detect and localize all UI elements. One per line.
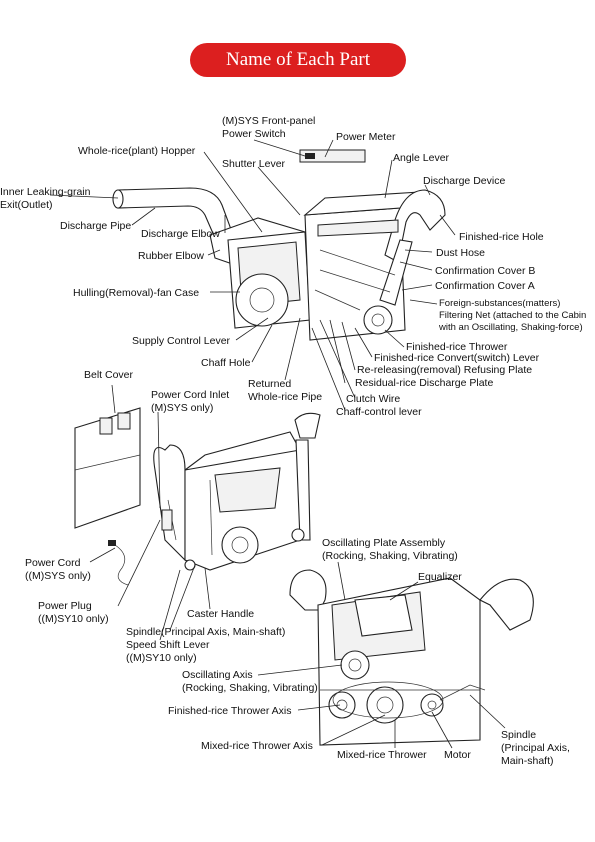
label-confirmation-cover-b: Confirmation Cover B	[435, 265, 536, 277]
label-finished-rice-thrower: Finished-rice Thrower	[406, 341, 508, 353]
label-discharge-pipe: Discharge Pipe	[60, 220, 132, 232]
middle-leader-lines	[117, 411, 211, 641]
label-shutter-lever: Shutter Lever	[222, 158, 286, 170]
label-dust-hose: Dust Hose	[436, 247, 486, 259]
label-power-cord: Power Cord((M)SYS only)	[25, 557, 91, 582]
bottom-machine-illustration	[289, 569, 534, 746]
label-mixed-rice-thrower: Mixed-rice Thrower	[337, 749, 427, 761]
label-discharge-device: Discharge Device	[423, 175, 506, 187]
label-caster-handle: Caster Handle	[187, 608, 255, 620]
label-whole-rice-hopper: Whole-rice(plant) Hopper	[78, 145, 196, 157]
label-spindle-speed-shift-lever: Spindle(Principal Axis, Main-shaft)Speed…	[126, 626, 286, 664]
label-angle-lever: Angle Lever	[393, 152, 450, 164]
label-power-plug: Power Plug((M)SY10 only)	[38, 600, 109, 625]
label-rubber-elbow: Rubber Elbow	[138, 250, 204, 262]
middle-machine-illustration	[153, 412, 321, 571]
label-equalizer: Equalizer	[418, 571, 462, 583]
label-re-releasing-plate: Re-releasing(removal) Refusing Plate	[357, 364, 533, 376]
label-residual-rice-plate: Residual-rice Discharge Plate	[355, 377, 494, 389]
label-chaff-hole: Chaff Hole	[201, 357, 251, 369]
label-finished-rice-hole: Finished-rice Hole	[459, 231, 544, 243]
label-oscillating-plate-assembly: Oscillating Plate Assembly(Rocking, Shak…	[322, 537, 458, 562]
label-oscillating-axis: Oscillating Axis(Rocking, Shaking, Vibra…	[182, 669, 318, 694]
label-supply-control-lever: Supply Control Lever	[132, 335, 231, 347]
label-motor: Motor	[444, 749, 471, 761]
label-confirmation-cover-a: Confirmation Cover A	[435, 280, 535, 292]
label-belt-cover: Belt Cover	[84, 369, 134, 381]
label-finished-rice-thrower-axis: Finished-rice Thrower Axis	[168, 705, 292, 717]
label-power-cord-inlet: Power Cord Inlet(M)SYS only)	[151, 389, 230, 414]
label-discharge-elbow: Discharge Elbow	[141, 228, 220, 240]
label-clutch-wire: Clutch Wire	[346, 393, 401, 405]
page-title: Name of Each Part	[190, 43, 406, 77]
label-finished-rice-convert-lever: Finished-rice Convert(switch) Lever	[374, 352, 540, 364]
label-chaff-control-lever: Chaff-control lever	[336, 406, 422, 418]
label-power-meter: Power Meter	[336, 131, 396, 143]
label-hulling-fan-case: Hulling(Removal)-fan Case	[73, 287, 200, 299]
bottom-leader-lines	[257, 561, 506, 749]
label-foreign-substances-net: Foreign-substances(matters)Filtering Net…	[439, 298, 587, 333]
label-spindle: Spindle(Principal Axis,Main-shaft)	[501, 729, 570, 767]
label-mixed-rice-thrower-axis: Mixed-rice Thrower Axis	[201, 740, 313, 752]
top-leader-lines	[49, 139, 456, 411]
belt-cover-illustration	[74, 384, 141, 586]
top-machine-illustration	[112, 149, 446, 341]
